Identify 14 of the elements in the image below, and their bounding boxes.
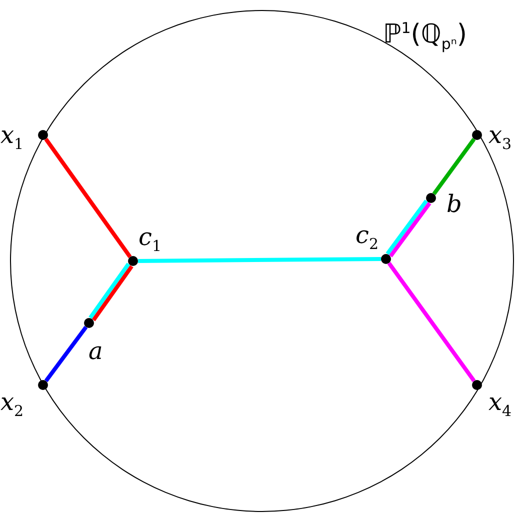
- tree-edge: [44, 326, 88, 382]
- point-label: x$_{2}$: [0, 390, 24, 418]
- point-label: a: [88, 338, 103, 362]
- point-label: b: [446, 192, 462, 216]
- point-label: c$_{1}$: [138, 224, 162, 254]
- tree-edge: [387, 262, 476, 382]
- tree-edge: [432, 138, 476, 196]
- tree-edge: [138, 257, 382, 263]
- point-label: c$_{2}$: [356, 222, 378, 252]
- point-label: x$_{4}$: [488, 390, 512, 418]
- tree-edge: [44, 138, 132, 258]
- point-label: x$_{3}$: [488, 122, 512, 152]
- space-label: ℙ$^{1}$(ℚ$_{pⁿ}$): [383, 21, 468, 52]
- point-label: x$_{1}$: [0, 122, 24, 152]
